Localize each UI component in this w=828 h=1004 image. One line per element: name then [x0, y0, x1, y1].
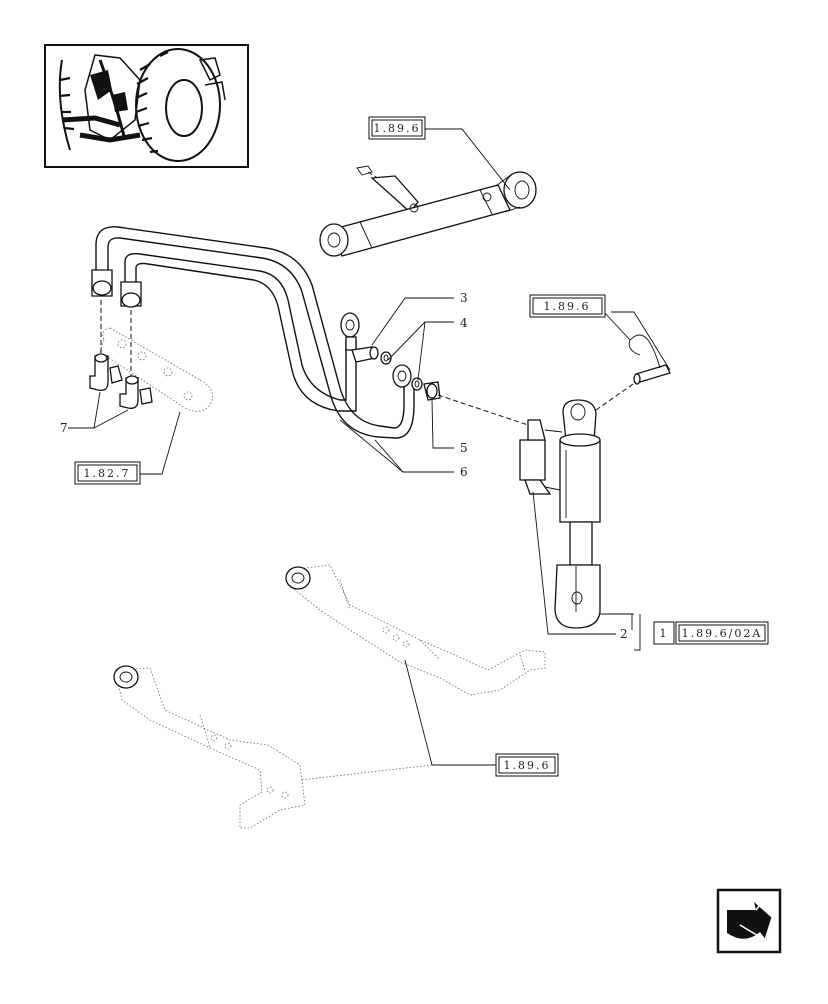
ref-box-plate[interactable]: 1.82.7	[74, 461, 141, 485]
next-page-arrow-icon[interactable]	[716, 888, 782, 954]
ref-box-cylinder[interactable]: 1.89.6/02A	[675, 621, 769, 645]
banjo-bolt	[351, 346, 441, 401]
top-link-assembly	[319, 165, 537, 257]
ref-box-top-link[interactable]: 1.89.6	[368, 116, 426, 140]
callout-6: 6	[460, 465, 468, 479]
lower-link-upper	[285, 564, 546, 696]
callout-3: 3	[460, 291, 468, 305]
svg-text:1: 1	[660, 627, 669, 640]
leader-lines	[68, 128, 671, 781]
svg-text:1.89.6: 1.89.6	[504, 759, 551, 772]
svg-text:1.89.6: 1.89.6	[374, 122, 421, 135]
svg-text:1.82.7: 1.82.7	[84, 467, 131, 480]
ref-box-pin[interactable]: 1.89.6	[529, 294, 606, 318]
lower-link-lower	[113, 665, 306, 829]
callout-2: 2	[620, 627, 628, 641]
ref-box-cylinder-index[interactable]: 1	[653, 621, 675, 645]
callout-7: 7	[60, 421, 68, 435]
callout-4: 4	[460, 316, 468, 330]
hydraulic-top-link-cylinder	[437, 334, 671, 629]
mounting-plate	[89, 300, 213, 412]
svg-text:1.89.6/02A: 1.89.6/02A	[682, 627, 763, 640]
svg-text:1.89.6: 1.89.6	[544, 300, 591, 313]
callout-5: 5	[460, 441, 468, 455]
tractor-overview-thumbnail[interactable]	[44, 44, 249, 168]
ref-box-lower-links[interactable]: 1.89.6	[495, 753, 559, 777]
hydraulic-pipes	[91, 226, 415, 439]
